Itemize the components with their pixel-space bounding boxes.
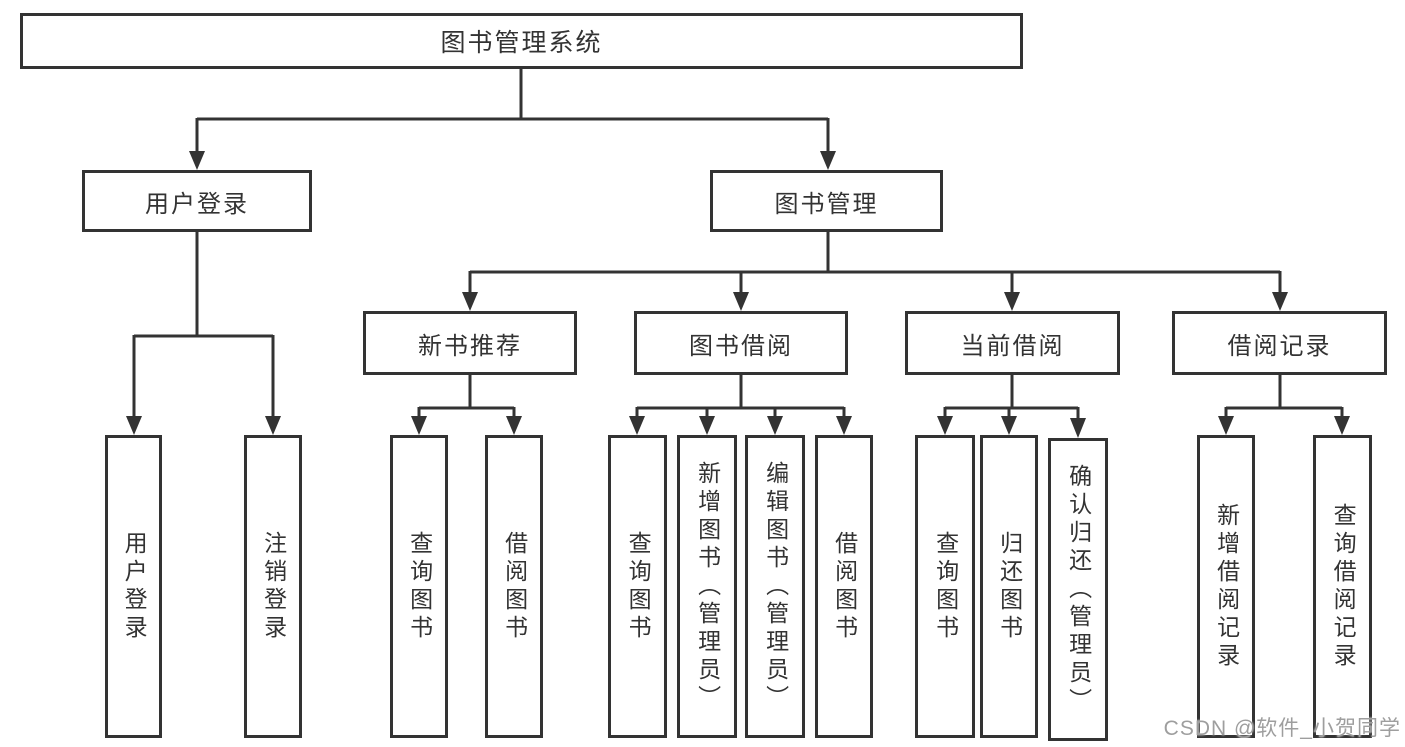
leaf-borrow-book: 借阅图书 — [815, 435, 873, 738]
leaf-label: 用户登录 — [121, 530, 148, 643]
leaf-label: 查询图书 — [932, 530, 959, 643]
leaf-user-login: 用户登录 — [105, 435, 162, 738]
node-current-borrow: 当前借阅 — [905, 311, 1120, 375]
leaf-return-book: 归还图书 — [980, 435, 1038, 738]
leaf-borrow-query-book: 查询图书 — [608, 435, 667, 738]
leaf-recommend-borrow-book: 借阅图书 — [485, 435, 543, 738]
leaf-add-book-admin: 新增图书（管理员） — [677, 435, 737, 738]
leaf-label: 注销登录 — [260, 530, 287, 643]
leaf-query-borrow-record: 查询借阅记录 — [1313, 435, 1372, 738]
leaf-label: 借阅图书 — [501, 530, 528, 643]
leaf-edit-book-admin: 编辑图书（管理员） — [745, 435, 805, 738]
leaf-current-query-book: 查询图书 — [915, 435, 975, 738]
leaf-label: 编辑图书（管理员） — [762, 460, 789, 713]
csdn-watermark: CSDN @软件_小贺同学 — [1163, 717, 1401, 740]
node-book-borrow: 图书借阅 — [634, 311, 848, 375]
node-user-login: 用户登录 — [82, 170, 312, 232]
leaf-label: 查询借阅记录 — [1330, 502, 1357, 671]
leaf-label: 借阅图书 — [831, 530, 858, 643]
leaf-label: 查询图书 — [625, 530, 652, 643]
node-root: 图书管理系统 — [20, 13, 1023, 69]
leaf-label: 查询图书 — [406, 530, 433, 643]
node-new-book-recommend: 新书推荐 — [363, 311, 577, 375]
node-book-management: 图书管理 — [710, 170, 943, 232]
leaf-label: 新增图书（管理员） — [694, 460, 721, 713]
leaf-label: 归还图书 — [996, 530, 1023, 643]
leaf-logout: 注销登录 — [244, 435, 302, 738]
leaf-confirm-return-admin: 确认归还（管理员） — [1048, 438, 1108, 741]
node-borrow-records: 借阅记录 — [1172, 311, 1387, 375]
leaf-recommend-query-book: 查询图书 — [390, 435, 448, 738]
leaf-add-borrow-record: 新增借阅记录 — [1197, 435, 1255, 738]
leaf-label: 新增借阅记录 — [1213, 502, 1240, 671]
leaf-label: 确认归还（管理员） — [1065, 463, 1092, 716]
